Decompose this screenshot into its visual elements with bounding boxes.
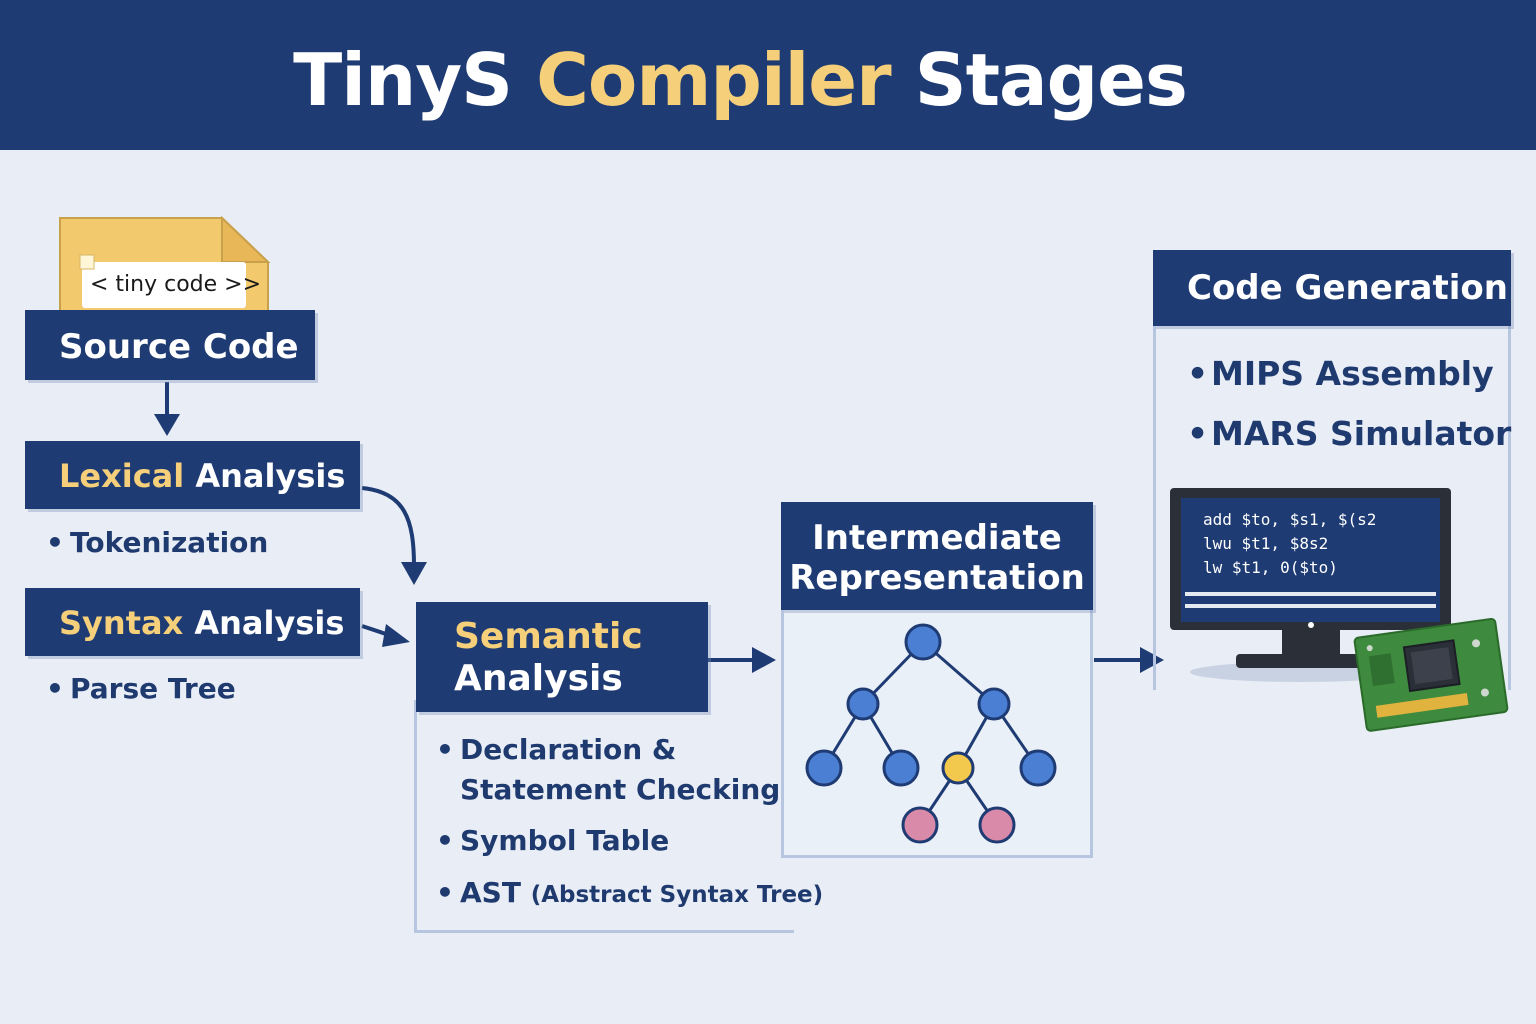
tree-node-root	[904, 623, 942, 661]
semantic-bullet-ast: AST (Abstract Syntax Tree)	[436, 876, 824, 909]
tree-node-ll	[805, 749, 843, 787]
semantic-label-line2: Analysis	[454, 658, 623, 699]
page-title: TinyS Compiler Stages	[0, 38, 1480, 122]
semantic-bullet-declaration-cont: Statement Checking	[460, 773, 781, 806]
tree-node-lr	[882, 749, 920, 787]
file-icon	[59, 215, 271, 319]
tree-node-right	[977, 687, 1011, 721]
ir-box: Intermediate Representation	[781, 502, 1093, 610]
lexical-label-rest: Analysis	[195, 457, 346, 495]
arrow-source-to-lexical	[154, 382, 180, 436]
semantic-bullet-symbol-table: Symbol Table	[436, 824, 669, 857]
semantic-bullet-declaration: Declaration &	[436, 733, 676, 766]
arrow-lexical-to-semantic	[361, 486, 427, 585]
header-bar	[0, 0, 1536, 150]
screen-code-line-3: lw $t1, 0($to)	[1203, 558, 1338, 577]
syntax-label-highlight: Syntax	[59, 604, 184, 642]
source-code-label: Source Code	[59, 327, 299, 367]
arrow-semantic-to-ir	[708, 647, 776, 673]
circuit-board-icon	[1353, 617, 1509, 732]
arrow-ir-to-codegen	[1094, 647, 1164, 673]
codegen-box: Code Generation	[1153, 250, 1511, 326]
title-part-3: Stages	[914, 38, 1188, 122]
ir-label-line2: Representation	[789, 558, 1085, 598]
tree-node-rl	[941, 751, 975, 785]
screen-code-line-2: lwu $t1, $8s2	[1203, 534, 1329, 553]
monitor-screen	[1181, 498, 1440, 622]
title-part-1: TinyS	[293, 38, 513, 122]
syntax-label-rest: Analysis	[194, 604, 345, 642]
semantic-label-line1: Semantic	[454, 616, 643, 657]
lexical-bullet-tokenization: Tokenization	[46, 526, 268, 559]
lexical-label-highlight: Lexical	[59, 457, 185, 495]
semantic-panel	[414, 700, 794, 933]
codegen-bullet-mars: MARS Simulator	[1187, 414, 1511, 453]
codegen-label: Code Generation	[1187, 268, 1508, 308]
ir-label-line1: Intermediate	[812, 518, 1062, 558]
lexical-analysis-box: Lexical Analysis	[25, 441, 360, 509]
syntax-bullet-parse-tree: Parse Tree	[46, 672, 236, 705]
semantic-ast-note: (Abstract Syntax Tree)	[530, 882, 824, 908]
file-icon-label: < tiny code >>	[90, 272, 262, 297]
tree-node-leaf-1	[901, 806, 939, 844]
source-code-box: Source Code	[25, 310, 315, 380]
tree-node-leaf-2	[978, 806, 1016, 844]
semantic-analysis-box: Semantic Analysis	[416, 602, 708, 712]
codegen-bullet-mips: MIPS Assembly	[1187, 354, 1494, 393]
semantic-ast-label: AST	[460, 876, 521, 909]
title-part-2: Compiler	[536, 38, 892, 122]
syntax-analysis-box: Syntax Analysis	[25, 588, 360, 656]
tree-node-left	[846, 687, 880, 721]
tree-node-rr	[1019, 749, 1057, 787]
arrow-syntax-to-semantic	[361, 624, 410, 647]
screen-code-line-1: add $to, $s1, $(s2	[1203, 510, 1377, 529]
